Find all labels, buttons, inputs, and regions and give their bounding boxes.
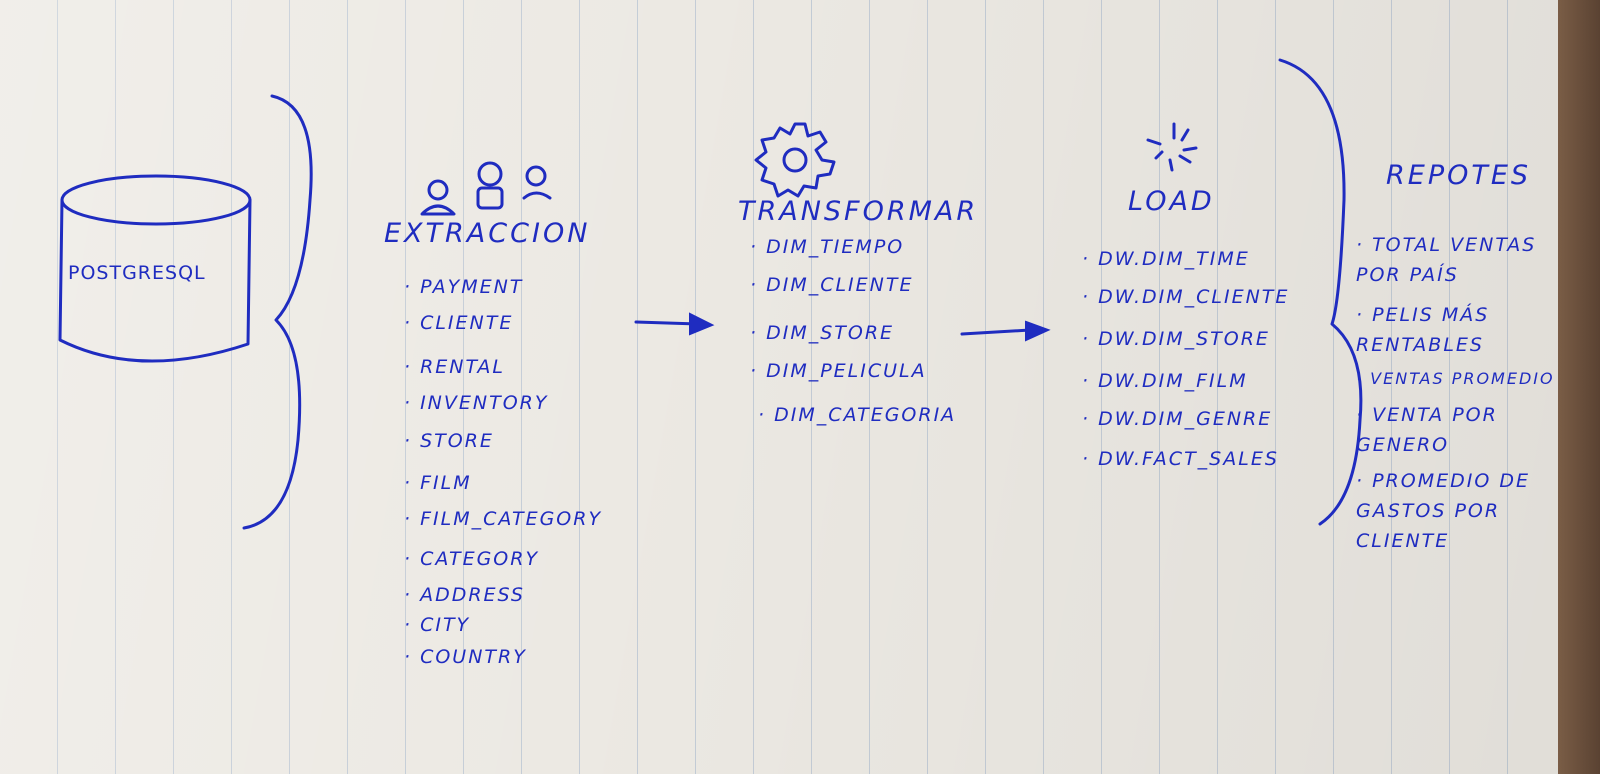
- report-item: · VENTAS PROMEDIO: [1356, 369, 1555, 388]
- extraction-item: · RENTAL: [404, 356, 505, 378]
- load-item: · DW.DIM_GENRE: [1082, 408, 1273, 430]
- extraction-item: · COUNTRY: [404, 646, 527, 668]
- report-item: · PELIS MÁS RENTABLES: [1356, 304, 1490, 356]
- transform-title: TRANSFORMAR: [738, 196, 979, 227]
- curly-brace-icon: [242, 94, 313, 530]
- transform-item: · DIM_CATEGORIA: [758, 404, 957, 426]
- extraction-item: · INVENTORY: [404, 392, 549, 414]
- gear-icon: [754, 122, 836, 198]
- sparkle-icon: [1146, 122, 1198, 172]
- report-item: · PROMEDIO DE GASTOS POR CLIENTE: [1356, 470, 1530, 552]
- extraction-item: · PAYMENT: [404, 276, 524, 298]
- reports-title: REPOTES: [1386, 160, 1532, 191]
- load-item: · DW.DIM_STORE: [1082, 328, 1270, 350]
- database-label: POSTGRESQL: [68, 262, 206, 284]
- transform-item: · DIM_TIEMPO: [750, 236, 905, 258]
- load-item: · DW.DIM_TIME: [1082, 248, 1250, 270]
- extraction-item: · CATEGORY: [404, 548, 540, 570]
- load-title: LOAD: [1128, 186, 1215, 217]
- extraction-title: EXTRACCION: [384, 218, 591, 249]
- load-item: · DW.DIM_FILM: [1082, 370, 1248, 392]
- transform-item: · DIM_CLIENTE: [750, 274, 914, 296]
- report-item: · VENTA POR GENERO: [1356, 404, 1498, 456]
- users-icon: [420, 161, 552, 216]
- extraction-item: · FILM_CATEGORY: [404, 508, 603, 530]
- extraction-item: · CLIENTE: [404, 312, 514, 334]
- extraction-item: · CITY: [404, 614, 471, 636]
- extraction-item: · STORE: [404, 430, 494, 452]
- load-item: · DW.DIM_CLIENTE: [1082, 286, 1290, 308]
- arrow-right-icon: [634, 312, 715, 336]
- desk-edge: [1558, 0, 1600, 774]
- database-cylinder-icon: [58, 174, 252, 363]
- curly-brace-icon: [1278, 58, 1363, 526]
- transform-item: · DIM_PELICULA: [750, 360, 927, 382]
- report-item: · TOTAL VENTAS POR PAÍS: [1356, 234, 1537, 286]
- arrow-right-icon: [960, 320, 1051, 342]
- load-item: · DW.FACT_SALES: [1082, 448, 1279, 470]
- extraction-item: · ADDRESS: [404, 584, 525, 606]
- extraction-item: · FILM: [404, 472, 472, 494]
- transform-item: · DIM_STORE: [750, 322, 895, 344]
